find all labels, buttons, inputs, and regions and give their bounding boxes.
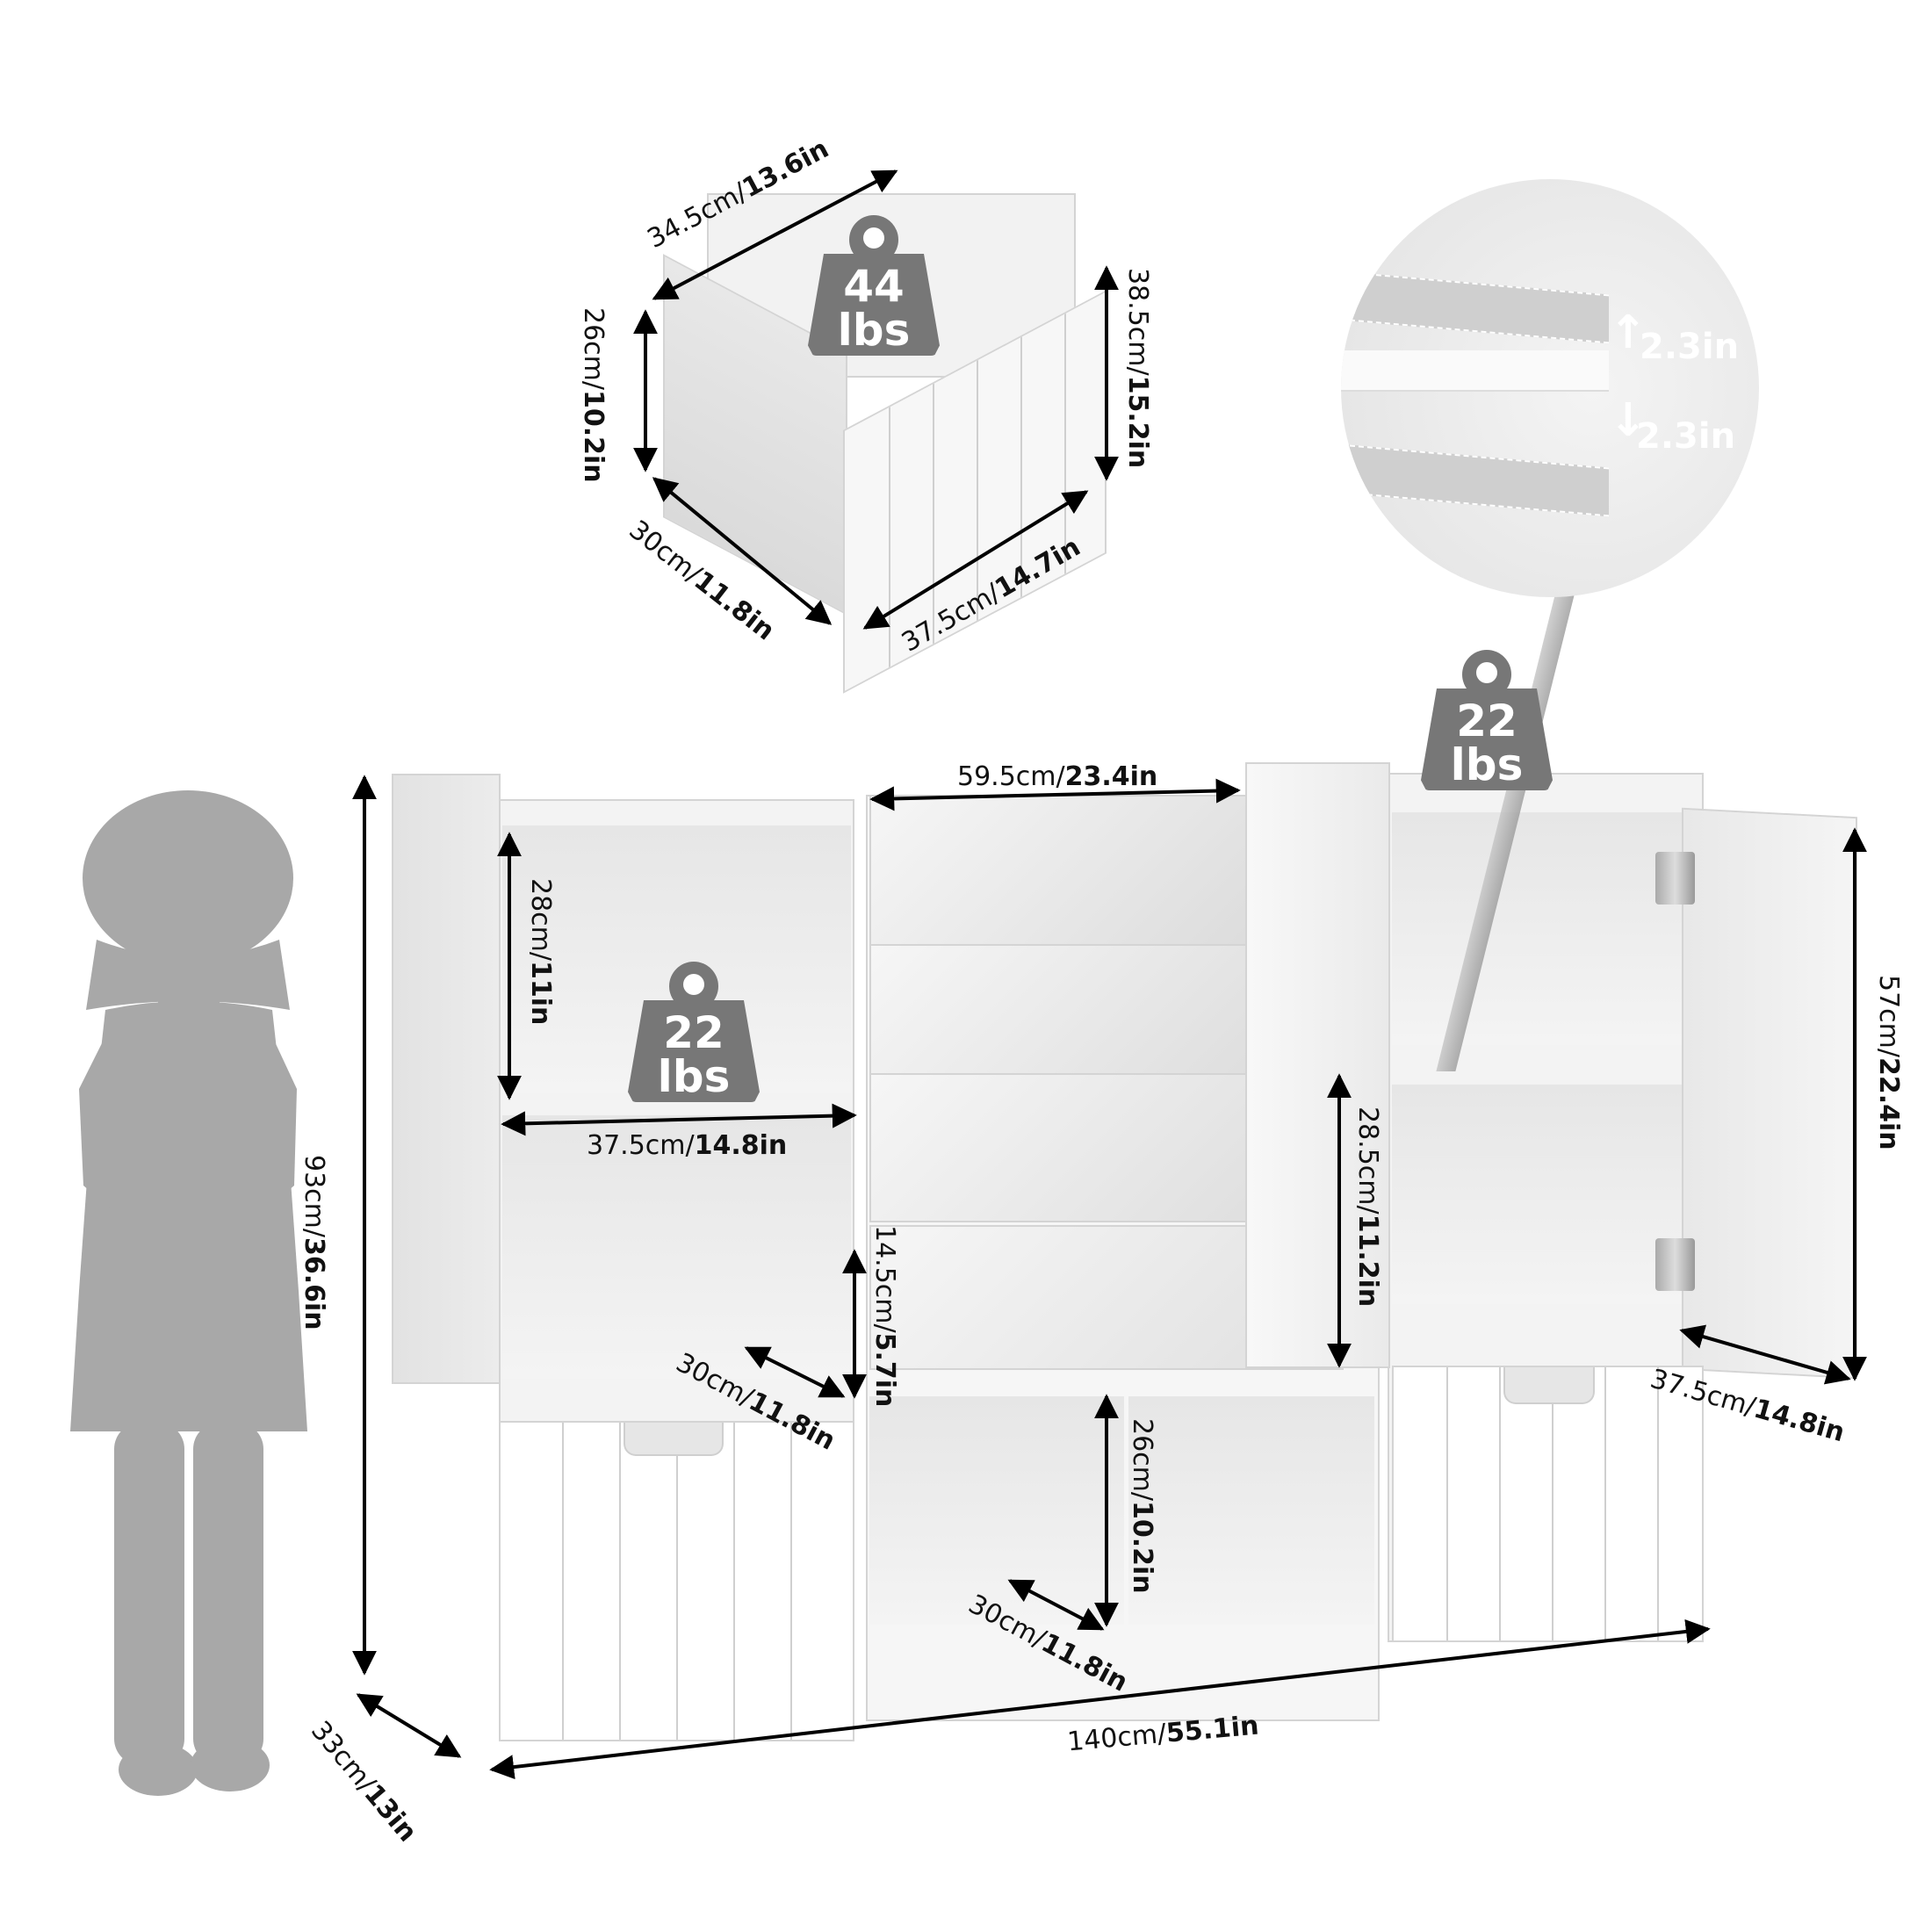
bottom-cube-right: [1128, 1396, 1374, 1625]
total-height-label: 93cm/36.6in: [299, 1155, 329, 1330]
drawer-handle[interactable]: [624, 1423, 724, 1456]
drawer-height-right-label: 38.5cm/15.2in: [1122, 268, 1153, 469]
drawer-slat: [562, 1423, 564, 1740]
arrow-up-icon: ↑: [1609, 306, 1647, 359]
door-hinge-top: [1655, 852, 1695, 905]
shelf-detail-circle: ↑ ↓ 2.3in 2.3in: [1341, 179, 1759, 597]
drawer-slat: [1499, 1367, 1501, 1640]
drawer-slat: [1552, 1367, 1554, 1640]
drawer-slat: [733, 1423, 735, 1740]
sling-width-label: 59.5cm/23.4in: [957, 761, 1158, 792]
shelf-adjust-down-label: 2.3in: [1636, 416, 1736, 457]
right-door-height-label: 57cm/22.4in: [1873, 975, 1904, 1150]
right-lower-shelf: [1392, 1085, 1682, 1304]
sling-gap-label: 14.5cm/5.7in: [869, 1225, 900, 1408]
cabinet-divider: [1245, 762, 1390, 1368]
drawer-handle[interactable]: [1503, 1367, 1595, 1404]
drawer-slat: [1446, 1367, 1448, 1640]
shelf-adjust-up-label: 2.3in: [1640, 327, 1740, 367]
drawer-height-left-label: 26cm/10.2in: [578, 307, 609, 483]
right-top-weight-badge: 22 lbs: [1421, 650, 1553, 790]
right-upper-shelf: [1392, 812, 1682, 1045]
drawer-slat: [1604, 1367, 1606, 1640]
shelf-current: [1341, 350, 1609, 392]
drawer-slat: [790, 1423, 792, 1740]
drawer-slat: [1657, 1367, 1659, 1640]
left-middle-cube: [502, 1115, 851, 1379]
drawer-slat: [676, 1423, 678, 1740]
arrow-down-icon: ↓: [1609, 394, 1647, 447]
sling-panel-2: [869, 944, 1291, 1085]
door-hinge-bottom: [1655, 1238, 1695, 1291]
left-cube-height-label: 28cm/11in: [525, 878, 556, 1026]
sling-height-label: 28.5cm/11.2in: [1352, 1107, 1383, 1308]
bottom-cube-height-label: 26cm/10.2in: [1127, 1418, 1157, 1594]
left-cube-width-label: 37.5cm/14.8in: [587, 1130, 788, 1161]
left-cube-weight-badge: 22 lbs: [628, 962, 760, 1102]
drawer-slat: [619, 1423, 621, 1740]
